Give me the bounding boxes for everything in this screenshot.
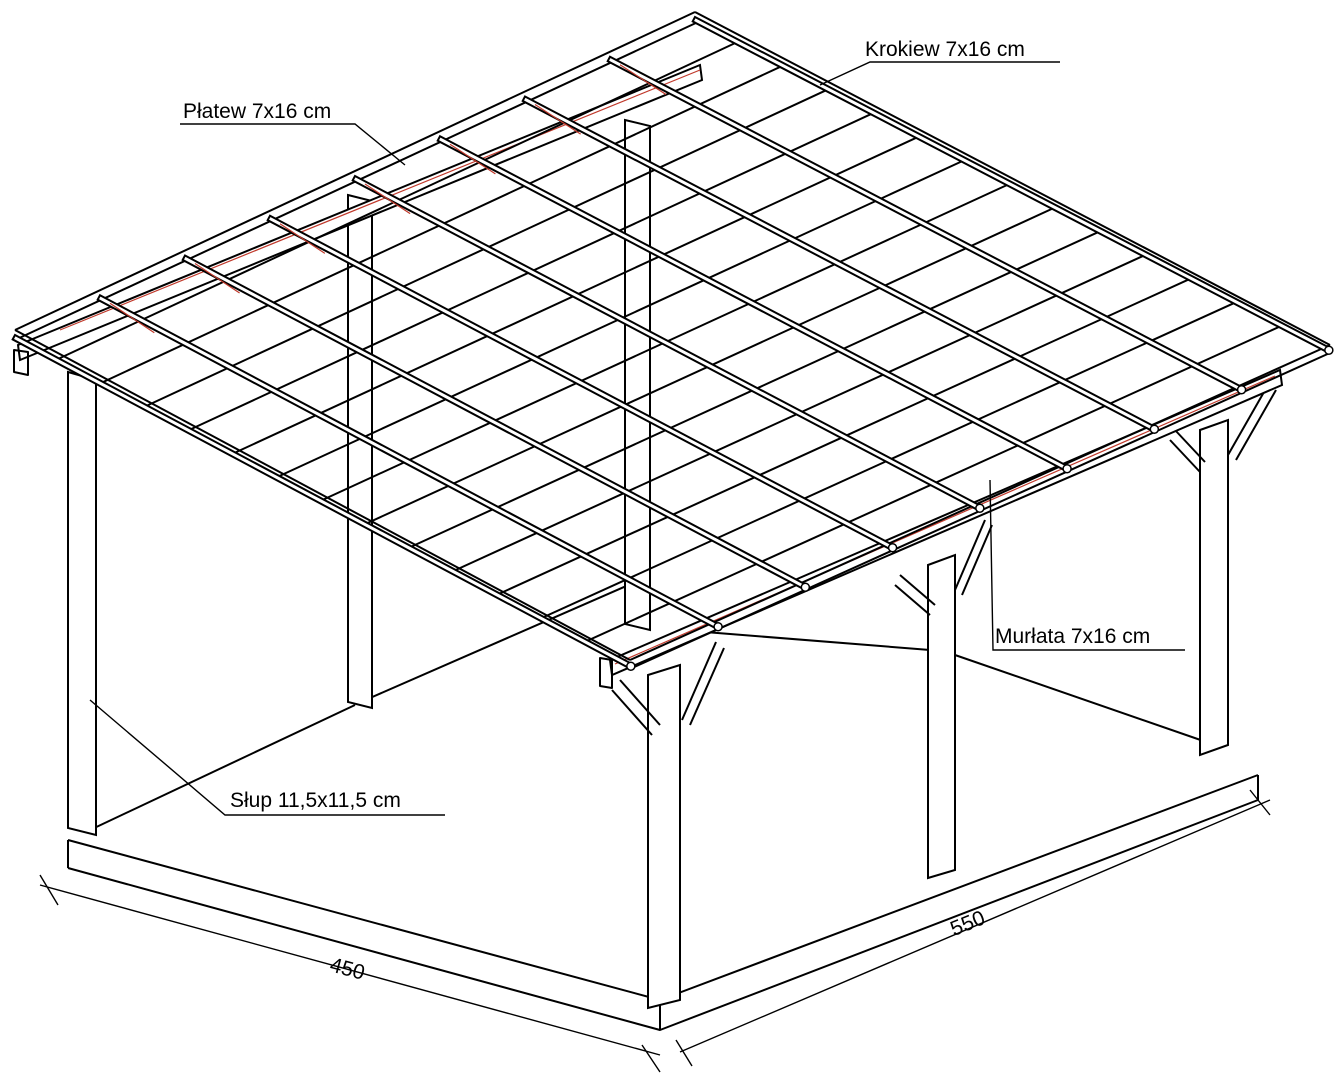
rafter	[351, 174, 983, 512]
roof-battens	[58, 39, 1286, 642]
rafter-end	[1149, 424, 1160, 434]
rafter-end	[975, 503, 985, 513]
dimension-depth-label: 450	[327, 953, 367, 984]
annotation-rafter: Krokiew 7x16 cm	[819, 38, 1060, 86]
rafter-end	[1236, 384, 1247, 395]
post-back-left	[347, 193, 373, 710]
annotation-purlin: Płatew 7x16 cm	[180, 100, 406, 166]
annotation-post: Słup 11,5x11,5 cm	[89, 699, 445, 816]
annotation-wall-plate: Murłata 7x16 cm	[989, 479, 1185, 651]
post-front-left	[67, 370, 97, 837]
hidden-edge	[364, 183, 411, 215]
dimension-width-label: 550	[947, 906, 988, 940]
rafter	[691, 15, 1332, 354]
rafter	[181, 254, 808, 591]
wall-plate-hidden-edge	[614, 375, 1276, 665]
posts	[67, 118, 1229, 1010]
hidden-edge	[279, 223, 326, 254]
hidden-edge	[534, 103, 581, 135]
rafter	[436, 134, 1070, 473]
back-plate-hidden-edge	[59, 69, 701, 331]
post-front-corner	[647, 663, 681, 1010]
rafter-end	[800, 582, 811, 592]
label-purlin: Płatew 7x16 cm	[183, 100, 331, 123]
rafter-end	[1324, 345, 1334, 355]
rafter	[521, 95, 1157, 433]
post-front-mid	[927, 553, 956, 880]
hidden-edge	[194, 262, 240, 294]
label-post: Słup 11,5x11,5 cm	[230, 789, 401, 812]
hidden-edge	[449, 143, 496, 175]
rafter-end	[1062, 463, 1072, 474]
hidden-edge	[109, 302, 155, 334]
rafter-end	[713, 621, 723, 632]
back-plate-end	[13, 349, 29, 376]
rafter-end	[887, 542, 898, 553]
rafters	[11, 15, 1334, 671]
label-rafter: Krokiew 7x16 cm	[865, 38, 1025, 61]
post-back-mid	[624, 118, 651, 632]
rafter	[606, 55, 1245, 394]
rafter-end	[626, 661, 636, 671]
knee-braces	[611, 384, 1277, 736]
dimension-width: 550	[675, 789, 1271, 1067]
hidden-edge	[619, 64, 667, 95]
rafter	[11, 333, 634, 670]
post-front-right	[1199, 418, 1229, 757]
wall-plate-end	[599, 657, 613, 689]
dimension-depth: 450	[39, 874, 661, 1073]
label-wall-plate: Murłata 7x16 cm	[995, 625, 1150, 648]
